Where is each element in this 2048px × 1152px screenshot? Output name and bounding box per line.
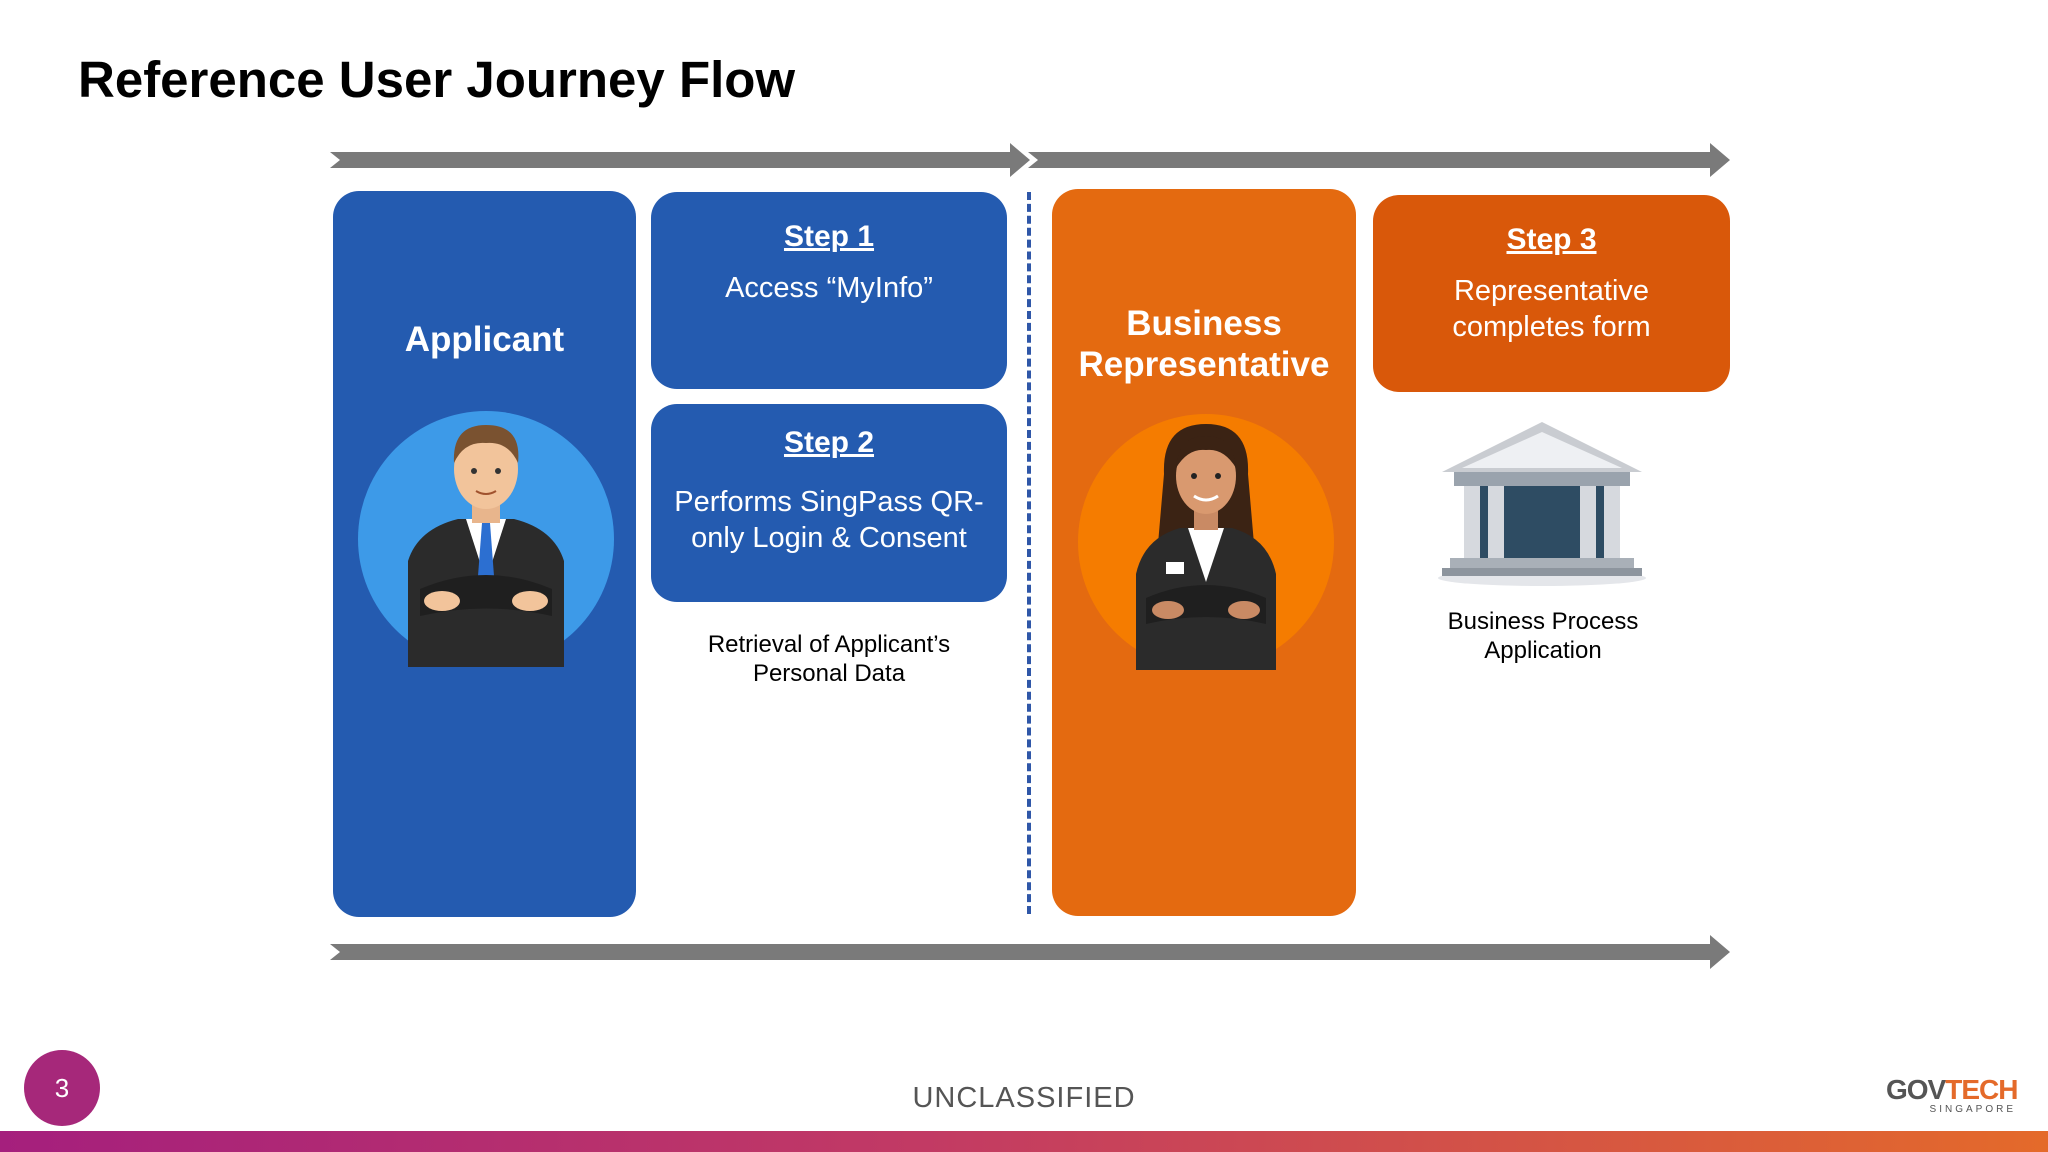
business-rep-line1: Business [1126, 304, 1282, 343]
page-title: Reference User Journey Flow [78, 51, 796, 108]
step2-heading: Step 2 [783, 426, 875, 459]
step3-body: Representative completes form [1373, 273, 1730, 345]
step3-body-line2: completes form [1452, 311, 1651, 343]
classification-label: UNCLASSIFIED [912, 1082, 1136, 1114]
applicant-label: Applicant [404, 320, 565, 359]
logo-sub: SINGAPORE [1929, 1104, 2016, 1115]
retrieval-line2: Personal Data [752, 660, 906, 687]
step3-card: Step 3 Representative completes form [1373, 195, 1730, 392]
logo-gov: GOV [1886, 1074, 1946, 1105]
business-rep-avatar-icon [1078, 414, 1334, 670]
top-arrow-left [330, 143, 1030, 177]
step2-card: Step 2 Performs SingPass QR- only Login … [651, 404, 1007, 602]
govtech-logo: GOVTECH SINGAPORE [1886, 1074, 2018, 1120]
page-number-badge: 3 [24, 1050, 100, 1126]
bpa-caption: Business Process Application [1393, 607, 1693, 665]
step1-card: Step 1 Access “MyInfo” [651, 192, 1007, 389]
step1-body: Access “MyInfo” [725, 272, 933, 304]
phase-divider [1027, 192, 1031, 914]
applicant-avatar-icon [358, 411, 614, 667]
bpa-line1: Business Process [1447, 608, 1639, 635]
bpa-line2: Application [1484, 637, 1602, 664]
applicant-panel: Applicant [333, 191, 636, 917]
step3-body-line1: Representative [1453, 275, 1650, 307]
step2-body-line2: only Login & Consent [691, 522, 967, 554]
business-rep-label: Business Representative [1052, 303, 1356, 385]
footer-gradient-bar [0, 1131, 2048, 1152]
logo-tech: TECH [1945, 1074, 2018, 1105]
top-arrow-right [1028, 143, 1730, 177]
retrieval-line1: Retrieval of Applicant’s [707, 631, 951, 658]
retrieval-caption: Retrieval of Applicant’s Personal Data [651, 630, 1007, 688]
step2-body: Performs SingPass QR- only Login & Conse… [651, 484, 1007, 556]
step1-heading: Step 1 [783, 220, 875, 253]
step2-body-line1: Performs SingPass QR- [674, 486, 984, 518]
bottom-arrow [330, 935, 1730, 969]
step3-heading: Step 3 [1506, 223, 1597, 256]
bank-building-icon [1438, 422, 1646, 586]
business-rep-line2: Representative [1078, 345, 1330, 384]
business-rep-panel: Business Representative [1052, 189, 1356, 916]
